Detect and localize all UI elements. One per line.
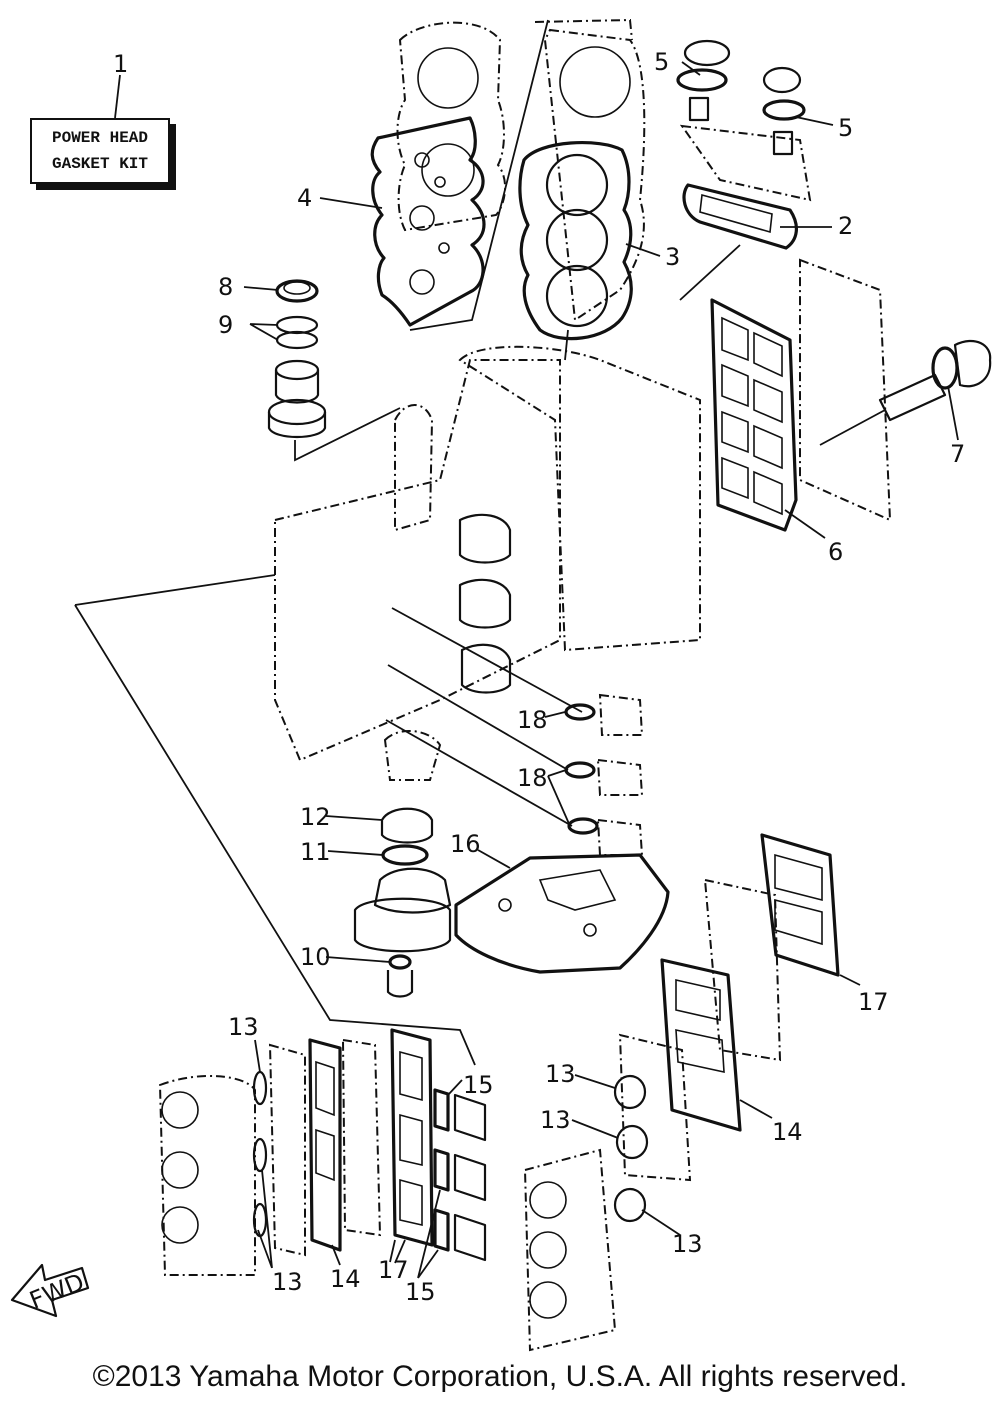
reed-valves-left xyxy=(433,1088,487,1262)
callout-9: 9 xyxy=(218,311,233,339)
cover-plate xyxy=(679,124,812,202)
leader-lines xyxy=(74,19,959,1279)
callout-5-lower: 5 xyxy=(838,114,853,142)
callout-13-right-3: 13 xyxy=(672,1230,703,1258)
callout-13-left-bottom: 13 xyxy=(272,1268,303,1296)
power-head-gasket-kit-label: POWER HEAD GASKET KIT xyxy=(30,118,170,184)
cylinder-head-cover xyxy=(396,21,507,232)
cap-and-gasket-upper xyxy=(676,39,731,122)
reed-gasket-left xyxy=(308,1038,342,1252)
o-rings xyxy=(275,315,319,350)
callout-18-right-17: 17 xyxy=(858,988,889,1016)
lower-seal-housing xyxy=(353,807,452,998)
anode-covers xyxy=(564,693,644,856)
bearing-housing xyxy=(267,359,327,438)
crankcase-cover xyxy=(799,258,892,522)
callout-12: 12 xyxy=(300,803,331,831)
callout-11: 11 xyxy=(300,838,331,866)
callout-6: 6 xyxy=(828,538,843,566)
callout-8: 8 xyxy=(218,273,233,301)
callout-14-right: 14 xyxy=(772,1118,803,1146)
cap-and-gasket-lower xyxy=(762,66,806,156)
cylinder-head-gasket xyxy=(518,141,633,341)
callout-13-right-2: 13 xyxy=(540,1106,571,1134)
intake-spacer-left xyxy=(268,1043,306,1257)
callout-14-left: 14 xyxy=(330,1265,361,1293)
exhaust-cover-gasket xyxy=(682,183,798,250)
callout-15-lower: 15 xyxy=(405,1278,436,1306)
forward-direction-arrow-icon: FWD xyxy=(10,1263,90,1318)
kit-label-line-1: POWER HEAD xyxy=(51,129,148,147)
callout-13-left-top: 13 xyxy=(228,1013,259,1041)
callout-16: 16 xyxy=(450,830,481,858)
intake-o-rings-right xyxy=(613,1074,649,1223)
intake-o-rings-left xyxy=(252,1070,268,1238)
head-cover-gasket xyxy=(370,116,486,327)
callout-1: 1 xyxy=(113,50,128,78)
fwd-label: FWD xyxy=(26,1268,88,1315)
callout-numbers: 1 2 3 4 5 5 6 7 8 9 10 11 12 13 13 13 13… xyxy=(113,48,965,1306)
callout-18-lower: 18 xyxy=(517,764,548,792)
carburetor-block-left xyxy=(158,1075,256,1276)
callout-5-upper: 5 xyxy=(654,48,669,76)
callout-2: 2 xyxy=(838,212,853,240)
oil-seal-top xyxy=(275,279,319,303)
exhaust-guide-gasket xyxy=(454,853,670,974)
thermostat-cover-and-gasket xyxy=(878,339,992,422)
crankcase-cover-gasket xyxy=(710,298,798,532)
callout-18-upper: 18 xyxy=(517,706,548,734)
kit-label-line-2: GASKET KIT xyxy=(51,155,148,173)
callout-4: 4 xyxy=(297,184,312,212)
callout-3: 3 xyxy=(665,243,680,271)
cylinder-head xyxy=(534,18,646,322)
callout-17-left: 17 xyxy=(378,1256,409,1284)
callout-10: 10 xyxy=(300,943,331,971)
crankcase-block xyxy=(274,345,701,781)
callout-15-upper: 15 xyxy=(463,1071,494,1099)
intake-manifold-left xyxy=(341,1038,382,1237)
reed-plate-left xyxy=(390,1028,434,1247)
reed-valve-block-right xyxy=(523,1148,617,1352)
callout-7: 7 xyxy=(950,440,965,468)
intake-manifold-right xyxy=(618,833,840,1182)
callout-13-right-1: 13 xyxy=(545,1060,576,1088)
copyright-notice: ©2013 Yamaha Motor Corporation, U.S.A. A… xyxy=(92,1360,908,1393)
